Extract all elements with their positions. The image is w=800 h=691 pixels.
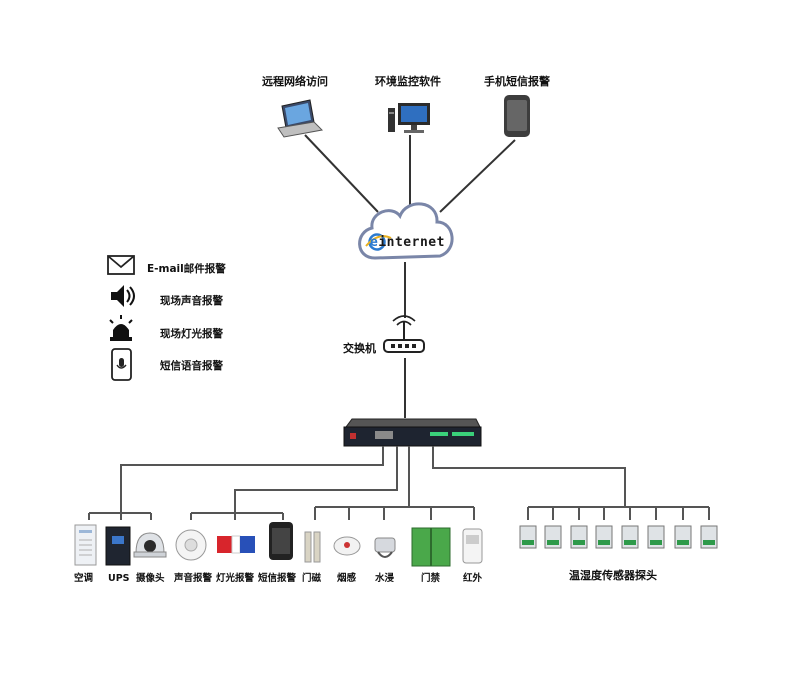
access-control-icon <box>411 527 451 567</box>
water-sensor-icon <box>374 537 396 558</box>
phone-voice-icon <box>111 348 132 381</box>
mobile-phone-icon <box>504 95 530 137</box>
aircon-label: 空调 <box>74 573 94 584</box>
water-label: 水浸 <box>375 573 395 584</box>
camera-icon <box>133 532 167 558</box>
laptop-icon <box>277 99 324 138</box>
th-sensor-group <box>519 525 718 549</box>
light-alarm-label: 灯光报警 <box>216 573 255 584</box>
desktop-computer-icon <box>388 103 430 133</box>
ups-label: UPS <box>108 573 130 584</box>
door-magnet-icon <box>304 531 321 563</box>
sms-alarm-label: 手机短信报警 <box>484 75 550 88</box>
sound-alarm-label: 声音报警 <box>174 573 213 584</box>
monitor-software-label: 环境监控软件 <box>375 75 441 88</box>
legend-light-label: 现场灯光报警 <box>160 328 223 340</box>
switch-label: 交换机 <box>343 342 376 355</box>
light-alarm-icon <box>217 535 255 554</box>
access-label: 门禁 <box>421 573 441 584</box>
envelope-icon <box>107 255 135 275</box>
monitoring-host-device <box>343 418 482 447</box>
bus-connectors <box>88 446 710 520</box>
infrared-sensor-icon <box>462 528 483 564</box>
ups-icon <box>105 526 131 566</box>
camera-label: 摄像头 <box>136 573 165 584</box>
top-connectors <box>304 134 516 418</box>
remote-access-label: 远程网络访问 <box>262 75 328 88</box>
infrared-label: 红外 <box>463 573 483 584</box>
sound-alarm-icon <box>175 529 207 561</box>
sms-alarm-device-icon <box>269 522 293 560</box>
sms-alarm-device-label: 短信报警 <box>258 573 297 584</box>
legend-voice-label: 短信语音报警 <box>160 360 223 372</box>
alarm-light-icon <box>109 315 133 341</box>
legend-email-label: E-mail邮件报警 <box>147 263 226 275</box>
smoke-detector-icon <box>333 536 361 556</box>
speaker-icon <box>111 285 135 307</box>
legend-sound-label: 现场声音报警 <box>160 295 223 307</box>
internet-cloud <box>358 202 454 260</box>
door-magnet-label: 门磁 <box>302 573 322 584</box>
air-conditioner-icon <box>74 524 97 566</box>
th-sensor-label: 温湿度传感器探头 <box>569 569 657 582</box>
internet-label: einternet <box>370 236 445 249</box>
switch-router-icon <box>383 315 425 353</box>
internet-prefix: e <box>370 235 379 250</box>
internet-word: internet <box>378 235 445 250</box>
smoke-label: 烟感 <box>337 573 357 584</box>
